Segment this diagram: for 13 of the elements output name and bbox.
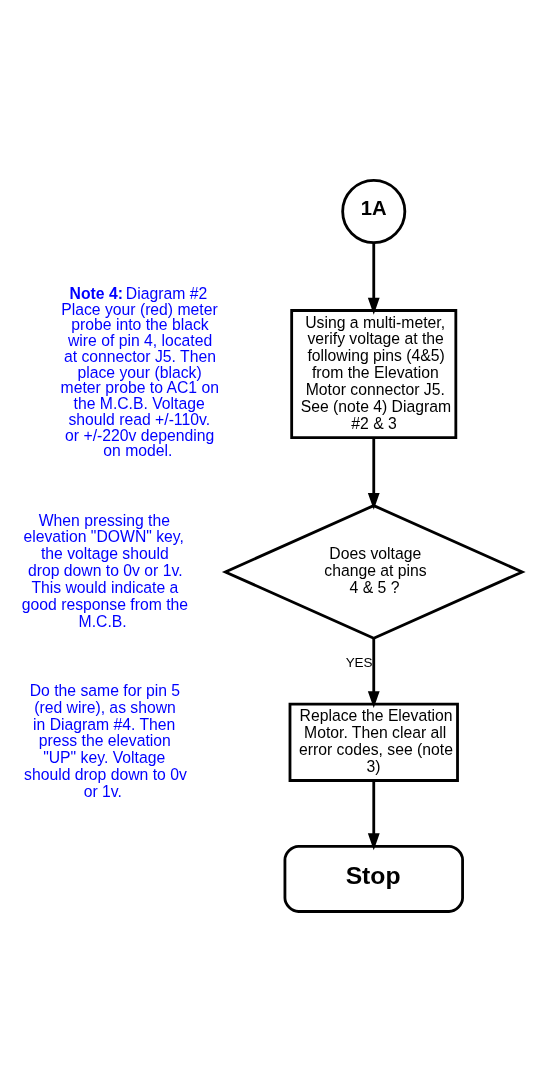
arrow — [367, 437, 380, 510]
node-box: Replace the Elevation Motor. Then clear all error codes, see (note 3) — [288, 702, 459, 782]
label: Note 4: Diagram #2 Place your (red) meter probe into the black wire of pin 4, located at connector J5. Then place your (black) meter probe to AC1 on the M.C.B. Voltage should read +/-110v. or +/-220v depending on model. — [60, 284, 219, 460]
arrow — [367, 780, 380, 851]
edge-label: YES — [345, 655, 373, 671]
arrow — [367, 242, 380, 315]
arrow — [367, 638, 380, 709]
label: Do the same for pin 5 (red wire), as shown in Diagram #4. Then press the elevation "UP" key. Voltage should drop down to 0v or 1v. — [24, 681, 187, 801]
node-diamond: Does voltage change at pins 4 & 5 ? — [221, 504, 526, 640]
label: When pressing the elevation "DOWN" key, the voltage should drop down to 0v or 1v. This would indicate a good response from the M.C.B. — [21, 511, 189, 630]
node-box: Using a multi-meter, verify voltage at the following pins (4&5) from the Elevation Motor connector J5. See (note 4) Diagram #2 & 3 — [290, 309, 458, 439]
node-circle: 1A — [341, 179, 407, 244]
node-box: Stop — [283, 844, 464, 913]
